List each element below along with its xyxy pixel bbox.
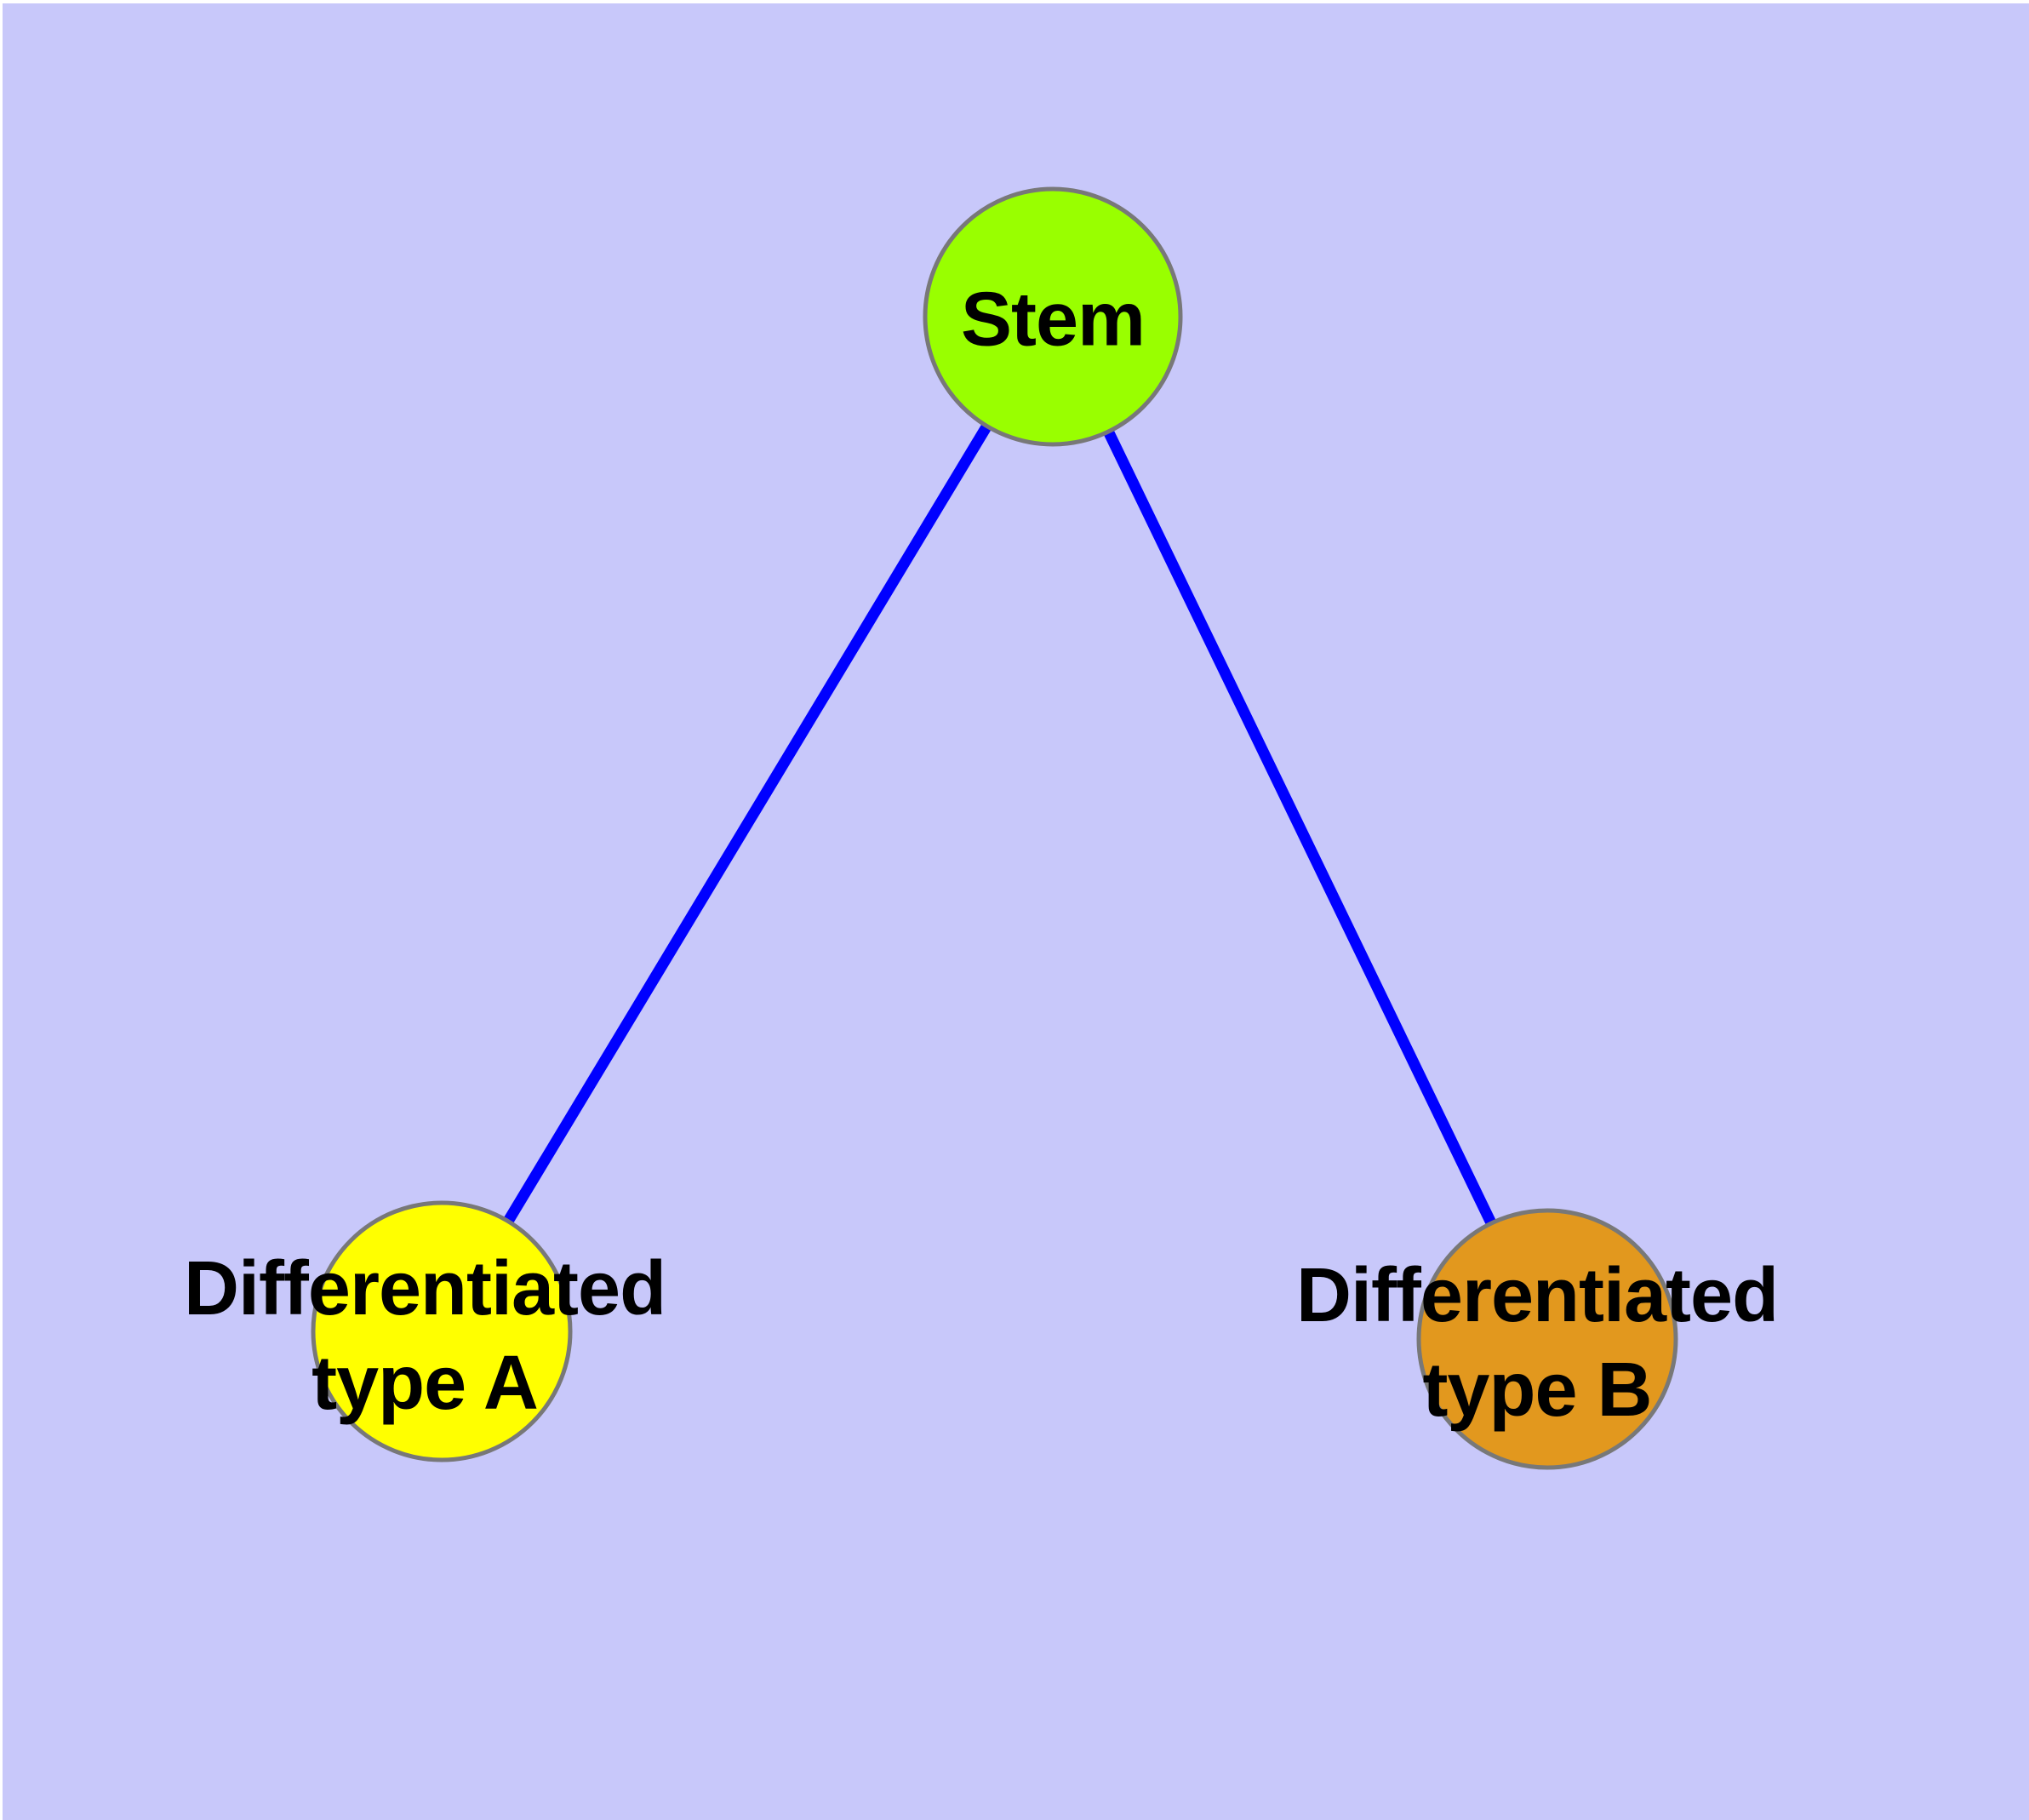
node-diff-b-circle	[1416, 1208, 1678, 1470]
edge-stem-to-diff-b	[1048, 314, 1552, 1342]
node-diff-a-circle	[311, 1200, 573, 1462]
node-stem-circle	[923, 186, 1183, 447]
edge-stem-to-diff-a	[437, 313, 1058, 1335]
